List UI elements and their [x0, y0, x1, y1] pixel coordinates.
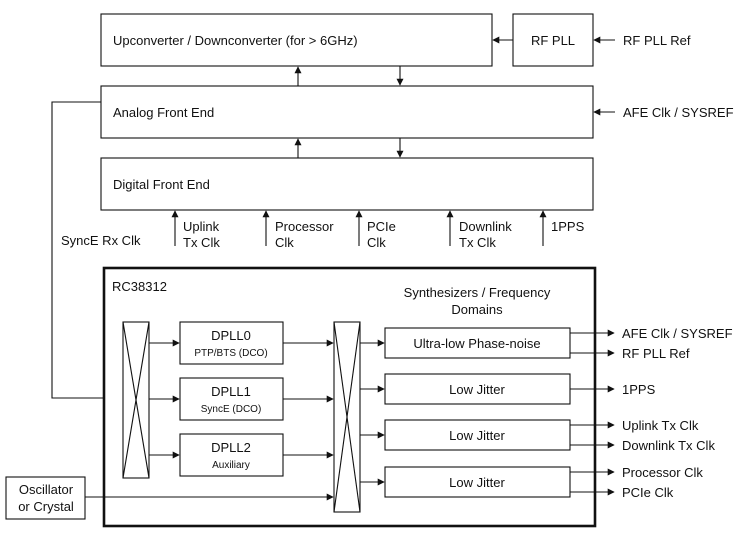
synth-low-jitter-3-label: Low Jitter — [449, 475, 505, 490]
dpll1-sub: SyncE (DCO) — [201, 404, 262, 415]
chip-name: RC38312 — [112, 279, 167, 294]
rf-pll-block — [512, 13, 594, 67]
processor-label-line2: Clk — [275, 235, 294, 250]
rf-pll-label: RF PLL — [531, 33, 575, 48]
dpll0-name: DPLL0 — [211, 328, 251, 343]
synth-low-jitter-3-block — [384, 466, 571, 498]
dpll0-block — [179, 321, 284, 365]
oscillator-label: Oscillator — [19, 482, 74, 497]
output-afe-clk-label: AFE Clk / SYSREF — [622, 326, 733, 341]
oscillator-label-line2: or Crystal — [18, 499, 74, 514]
pcie-label-line2: Clk — [367, 235, 386, 250]
pcie-label: PCIe — [367, 219, 396, 234]
upconverter-block — [100, 13, 493, 67]
processor-label: Processor — [275, 219, 334, 234]
1pps-input-label: 1PPS — [551, 219, 585, 234]
output-rf-pll-ref-label: RF PLL Ref — [622, 346, 690, 361]
synce-rx-label: SyncE Rx Clk — [61, 233, 141, 248]
dpll1-block — [179, 377, 284, 421]
output-downlink-label: Downlink Tx Clk — [622, 438, 715, 453]
synth-low-jitter-1-label: Low Jitter — [449, 382, 505, 397]
synth-ultra-low-block — [384, 327, 571, 359]
analog-front-end-label: Analog Front End — [113, 105, 214, 120]
oscillator-block — [5, 476, 86, 520]
synth-low-jitter-1-block — [384, 373, 571, 405]
dpll2-name: DPLL2 — [211, 440, 251, 455]
output-pcie-label: PCIe Clk — [622, 485, 674, 500]
synth-low-jitter-2-block — [384, 419, 571, 451]
synth-low-jitter-2-label: Low Jitter — [449, 428, 505, 443]
output-crossbar-x2 — [333, 321, 361, 513]
rf-pll-ref-input-label: RF PLL Ref — [623, 33, 691, 48]
digital-front-end-label: Digital Front End — [113, 177, 210, 192]
synce-rx-wire — [51, 101, 123, 402]
downlink-tx-label: Downlink — [459, 219, 512, 234]
dpll1-name: DPLL1 — [211, 384, 251, 399]
output-1pps-label: 1PPS — [622, 382, 656, 397]
upconverter-label: Upconverter / Downconverter (for > 6GHz) — [113, 33, 358, 48]
uplink-tx-label: Uplink — [183, 219, 220, 234]
synth-title-line2: Domains — [451, 302, 503, 317]
dpll0-sub: PTP/BTS (DCO) — [194, 348, 267, 359]
downlink-tx-label-line2: Tx Clk — [459, 235, 496, 250]
synth-ultra-low-label: Ultra-low Phase-noise — [413, 336, 540, 351]
synth-title: Synthesizers / Frequency — [404, 285, 551, 300]
digital-front-end-block — [100, 157, 594, 211]
dpll2-sub: Auxiliary — [212, 460, 250, 471]
output-processor-label: Processor Clk — [622, 465, 703, 480]
afe-clk-input-label: AFE Clk / SYSREF — [623, 105, 734, 120]
analog-front-end-block — [100, 85, 594, 139]
dpll2-block — [179, 433, 284, 477]
output-uplink-label: Uplink Tx Clk — [622, 418, 699, 433]
input-crossbar-x2 — [122, 321, 150, 479]
uplink-tx-label-line2: Tx Clk — [183, 235, 220, 250]
